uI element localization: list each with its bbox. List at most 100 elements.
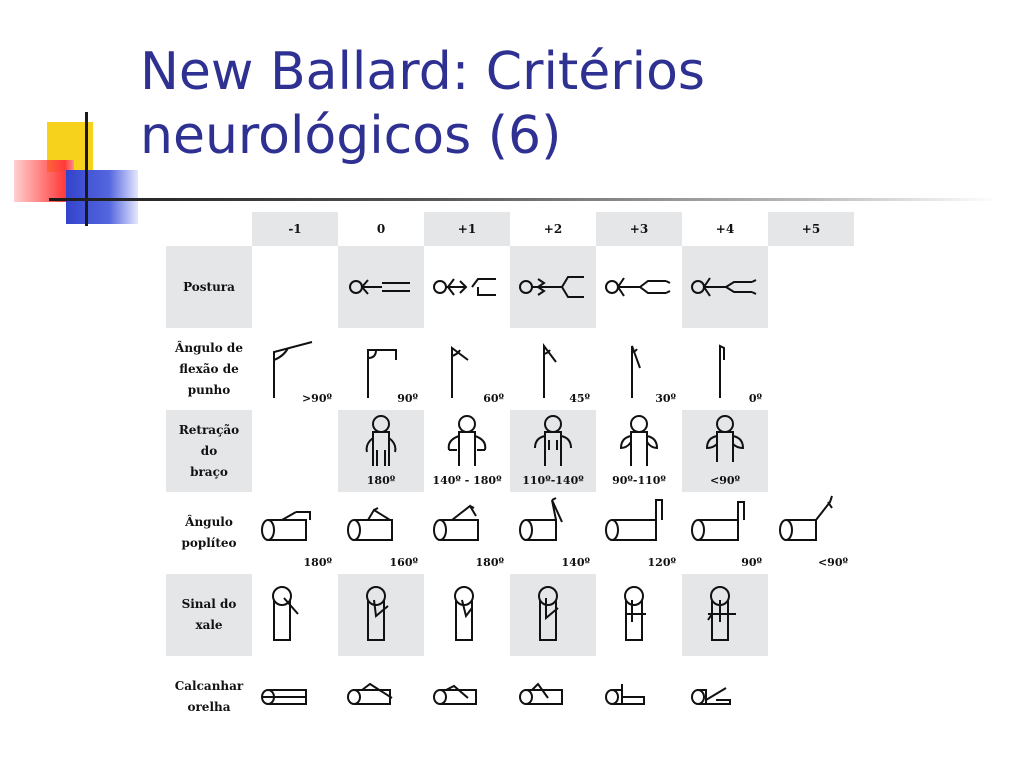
scarf-figure-4 — [596, 574, 682, 656]
popliteal-figure-2: 180º — [424, 492, 510, 574]
popliteal-figure-5: 90º — [682, 492, 768, 574]
empty-cell — [768, 328, 854, 410]
wrist-figure-1: 90º — [338, 328, 424, 410]
popliteal-angle-label: 180º — [303, 556, 332, 569]
row-label-line: orelha — [187, 700, 231, 714]
wrist-angle-label: 60º — [483, 392, 504, 405]
posture-figure-2 — [510, 246, 596, 328]
arm-recoil-label: 140º - 180º — [432, 474, 502, 487]
wrist-angle-label: 0º — [748, 392, 762, 405]
col-header: +5 — [768, 212, 854, 246]
row-label: Calcanhar orelha — [166, 656, 252, 738]
col-header: 0 — [338, 212, 424, 246]
empty-cell — [252, 246, 338, 328]
row-label: Postura — [166, 246, 252, 328]
wrist-figure-2: 60º — [424, 328, 510, 410]
col-header: -1 — [252, 212, 338, 246]
arm-recoil-label: <90º — [709, 474, 741, 487]
arm-recoil-figure-4: <90º — [682, 410, 768, 492]
arm-recoil-label: 110º-140º — [522, 474, 584, 487]
row-label-line: poplíteo — [181, 536, 237, 550]
row-label-line: Ângulo de — [175, 340, 243, 355]
row-label-line: flexão de — [179, 361, 239, 376]
arm-recoil-label: 180º — [366, 474, 396, 487]
wrist-angle-label: >90º — [301, 392, 332, 405]
posture-figure-3 — [596, 246, 682, 328]
empty-cell — [768, 656, 854, 738]
row-postura: Postura — [166, 246, 854, 328]
row-label: Retração do braço — [166, 410, 252, 492]
posture-figure-4 — [682, 246, 768, 328]
row-retracao-braco: Retração do braço 180º 140º - 180º 110º-… — [166, 410, 854, 492]
ballard-neuromuscular-table: -1 0 +1 +2 +3 +4 +5 Postura Ângulo de fl — [166, 212, 854, 738]
popliteal-angle-label: 160º — [389, 556, 418, 569]
title-line-1: New Ballard: Critérios — [140, 42, 706, 102]
empty-cell — [768, 574, 854, 656]
posture-figure-1 — [424, 246, 510, 328]
scarf-figure-3 — [510, 574, 596, 656]
col-header: +1 — [424, 212, 510, 246]
heel-ear-figure-2 — [424, 656, 510, 738]
decor-red-square — [14, 160, 74, 202]
popliteal-figure-3: 140º — [510, 492, 596, 574]
decor-horizontal-line — [49, 198, 999, 201]
popliteal-angle-label: 120º — [647, 556, 676, 569]
wrist-angle-label: 30º — [655, 392, 676, 405]
popliteal-angle-label: 140º — [561, 556, 590, 569]
row-label-line: braço — [190, 464, 228, 479]
row-label: Ângulo de flexão de punho — [166, 328, 252, 410]
wrist-figure-5: 0º — [682, 328, 768, 410]
scarf-figure-1 — [338, 574, 424, 656]
row-label-line: do — [200, 443, 218, 458]
row-label-line: Postura — [183, 279, 235, 294]
row-label: Ângulo poplíteo — [166, 492, 252, 574]
row-label-line: Calcanhar — [174, 679, 244, 693]
title-line-2: neurológicos (6) — [140, 106, 562, 166]
scarf-figure-0 — [252, 574, 338, 656]
col-header: +4 — [682, 212, 768, 246]
col-header: +2 — [510, 212, 596, 246]
header-row: -1 0 +1 +2 +3 +4 +5 — [166, 212, 854, 246]
popliteal-angle-label: <90º — [817, 556, 848, 569]
empty-cell — [768, 246, 854, 328]
heel-ear-figure-3 — [510, 656, 596, 738]
scarf-figure-5 — [682, 574, 768, 656]
wrist-figure-4: 30º — [596, 328, 682, 410]
scarf-figure-2 — [424, 574, 510, 656]
wrist-figure-0: >90º — [252, 328, 338, 410]
row-sinal-xale: Sinal do xale — [166, 574, 854, 656]
row-label-line: Sinal do — [181, 597, 237, 611]
empty-cell — [252, 410, 338, 492]
slide-title: New Ballard: Critérios neurológicos (6) — [140, 40, 705, 168]
decor-blue-square — [66, 170, 138, 224]
wrist-angle-label: 90º — [397, 392, 418, 405]
decor-vertical-line — [85, 112, 88, 226]
heel-ear-figure-1 — [338, 656, 424, 738]
arm-recoil-figure-3: 90º-110º — [596, 410, 682, 492]
popliteal-figure-4: 120º — [596, 492, 682, 574]
arm-recoil-label: 90º-110º — [612, 474, 666, 487]
popliteal-figure-0: 180º — [252, 492, 338, 574]
arm-recoil-figure-2: 110º-140º — [510, 410, 596, 492]
posture-figure-0 — [338, 246, 424, 328]
row-flexao-punho: Ângulo de flexão de punho >90º 90º 60º 4… — [166, 328, 854, 410]
arm-recoil-figure-1: 140º - 180º — [424, 410, 510, 492]
row-label-line: Retração — [178, 422, 240, 437]
popliteal-figure-6: <90º — [768, 492, 854, 574]
row-label-line: Ângulo — [185, 515, 233, 529]
heel-ear-figure-5 — [682, 656, 768, 738]
row-label: Sinal do xale — [166, 574, 252, 656]
row-calcanhar-orelha: Calcanhar orelha — [166, 656, 854, 738]
col-header: +3 — [596, 212, 682, 246]
wrist-angle-label: 45º — [569, 392, 590, 405]
popliteal-angle-label: 90º — [741, 556, 762, 569]
arm-recoil-figure-0: 180º — [338, 410, 424, 492]
popliteal-angle-label: 180º — [475, 556, 504, 569]
row-label-line: xale — [195, 618, 223, 632]
heel-ear-figure-4 — [596, 656, 682, 738]
row-angulo-popliteo: Ângulo poplíteo 180º 160º 180º 140º 120º… — [166, 492, 854, 574]
header-corner — [166, 212, 252, 246]
empty-cell — [768, 410, 854, 492]
wrist-figure-3: 45º — [510, 328, 596, 410]
row-label-line: punho — [187, 382, 231, 397]
